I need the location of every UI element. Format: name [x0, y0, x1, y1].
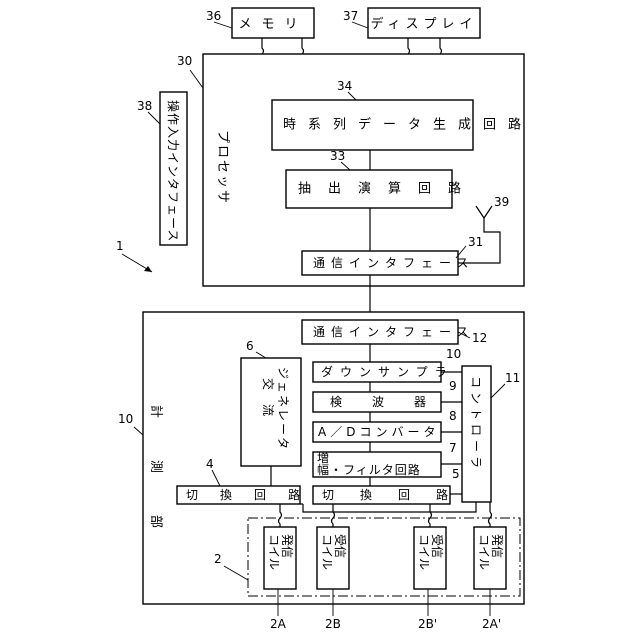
detector-label: 検波器 — [330, 395, 456, 409]
switching-left-ref: 4 — [206, 457, 214, 471]
receive-coil-1: 受信 コイル — [317, 527, 349, 589]
display-ref: 37 — [343, 9, 358, 23]
adc-label: A／Dコンバータ — [318, 425, 439, 439]
measurement-unit-ref: 10 — [118, 412, 133, 426]
ac-generator-label-2: ジェネレータ — [276, 367, 290, 451]
controller-ref: 11 — [505, 371, 520, 385]
coil-tx1-label-1: 発信 — [280, 534, 294, 558]
ac-generator-ref: 6 — [246, 339, 254, 353]
ac-generator-label-1: 交流 — [261, 378, 276, 430]
processor-comm-interface: 通信インタフェース — [302, 251, 474, 275]
coil-tx1-label-2: コイル — [267, 534, 281, 570]
amp-filter-label-2: 幅・フィルタ回路 — [317, 462, 421, 477]
processor-ref: 30 — [177, 54, 192, 68]
measurement-unit-label: 計測部 — [148, 405, 164, 570]
switching-circuit-right: 切換回路 — [313, 486, 474, 504]
antenna-ref: 39 — [494, 195, 509, 209]
display-label: ディスプレイ — [370, 16, 477, 32]
downsampler-block: ダウンサンプラ — [313, 362, 454, 382]
processor-comm-ref: 31 — [468, 235, 483, 249]
amp-filter-ref: 7 — [449, 441, 457, 455]
measurement-comm-interface: 通信インタフェース — [302, 320, 474, 344]
transmit-coil-1: 発信 コイル — [264, 527, 296, 589]
memory-block: メモリ — [232, 8, 314, 38]
downsampler-ref: 10 — [446, 347, 461, 361]
receive-coil-2: 受信 コイル — [414, 527, 446, 589]
coil-tx2-ref: 2A' — [482, 617, 501, 631]
processor-comm-label: 通信インタフェース — [313, 256, 474, 270]
downsampler-label: ダウンサンプラ — [321, 364, 454, 379]
controller-label: コントローラ — [469, 376, 483, 472]
memory-ref: 36 — [206, 9, 221, 23]
switching-right-ref: 5 — [452, 467, 460, 481]
coil-rx1-label-1: 受信 — [333, 534, 347, 558]
coil-tx2-label-1: 発信 — [490, 534, 504, 558]
coil-tx2-label-2: コイル — [477, 534, 491, 570]
ac-generator-block: 交流 ジェネレータ — [241, 358, 301, 466]
controller-block: コントローラ — [462, 366, 491, 502]
operation-input-interface: 操作入力インタフェース — [160, 92, 187, 245]
amp-filter-block: 増 幅・フィルタ回路 — [313, 451, 441, 477]
transmit-coil-2: 発信 コイル — [474, 527, 506, 589]
extraction-block: 抽出演算回路 — [286, 170, 478, 208]
coil-rx1-ref: 2B — [325, 617, 341, 631]
switching-circuit-left: 切換回路 — [177, 486, 322, 504]
extraction-label: 抽出演算回路 — [298, 181, 478, 197]
figure-ref: 1 — [116, 239, 124, 253]
coil-tx1-ref: 2A — [270, 617, 287, 631]
memory-label: メモリ — [238, 17, 307, 32]
measurement-comm-ref: 12 — [472, 331, 487, 345]
adc-ref: 8 — [449, 409, 457, 423]
series-generator-label: 時系列データ生成回路 — [283, 117, 533, 133]
detector-ref: 9 — [449, 379, 457, 393]
extraction-ref: 33 — [330, 149, 345, 163]
detector-block: 検波器 — [313, 392, 456, 412]
processor-label: プロセッサ — [215, 130, 230, 205]
operation-input-ref: 38 — [137, 99, 152, 113]
operation-input-label: 操作入力インタフェース — [166, 100, 181, 242]
measurement-comm-label: 通信インタフェース — [313, 325, 474, 339]
display-block: ディスプレイ — [368, 8, 480, 38]
coil-rx2-label-1: 受信 — [430, 534, 444, 558]
adc-block: A／Dコンバータ — [313, 422, 441, 442]
coil-rx2-ref: 2B' — [418, 617, 437, 631]
coil-rx1-label-2: コイル — [320, 534, 334, 570]
switching-left-label: 切換回路 — [186, 487, 322, 502]
series-generator-ref: 34 — [337, 79, 352, 93]
coil-group-ref: 2 — [214, 552, 222, 566]
coil-rx2-label-2: コイル — [417, 534, 431, 570]
